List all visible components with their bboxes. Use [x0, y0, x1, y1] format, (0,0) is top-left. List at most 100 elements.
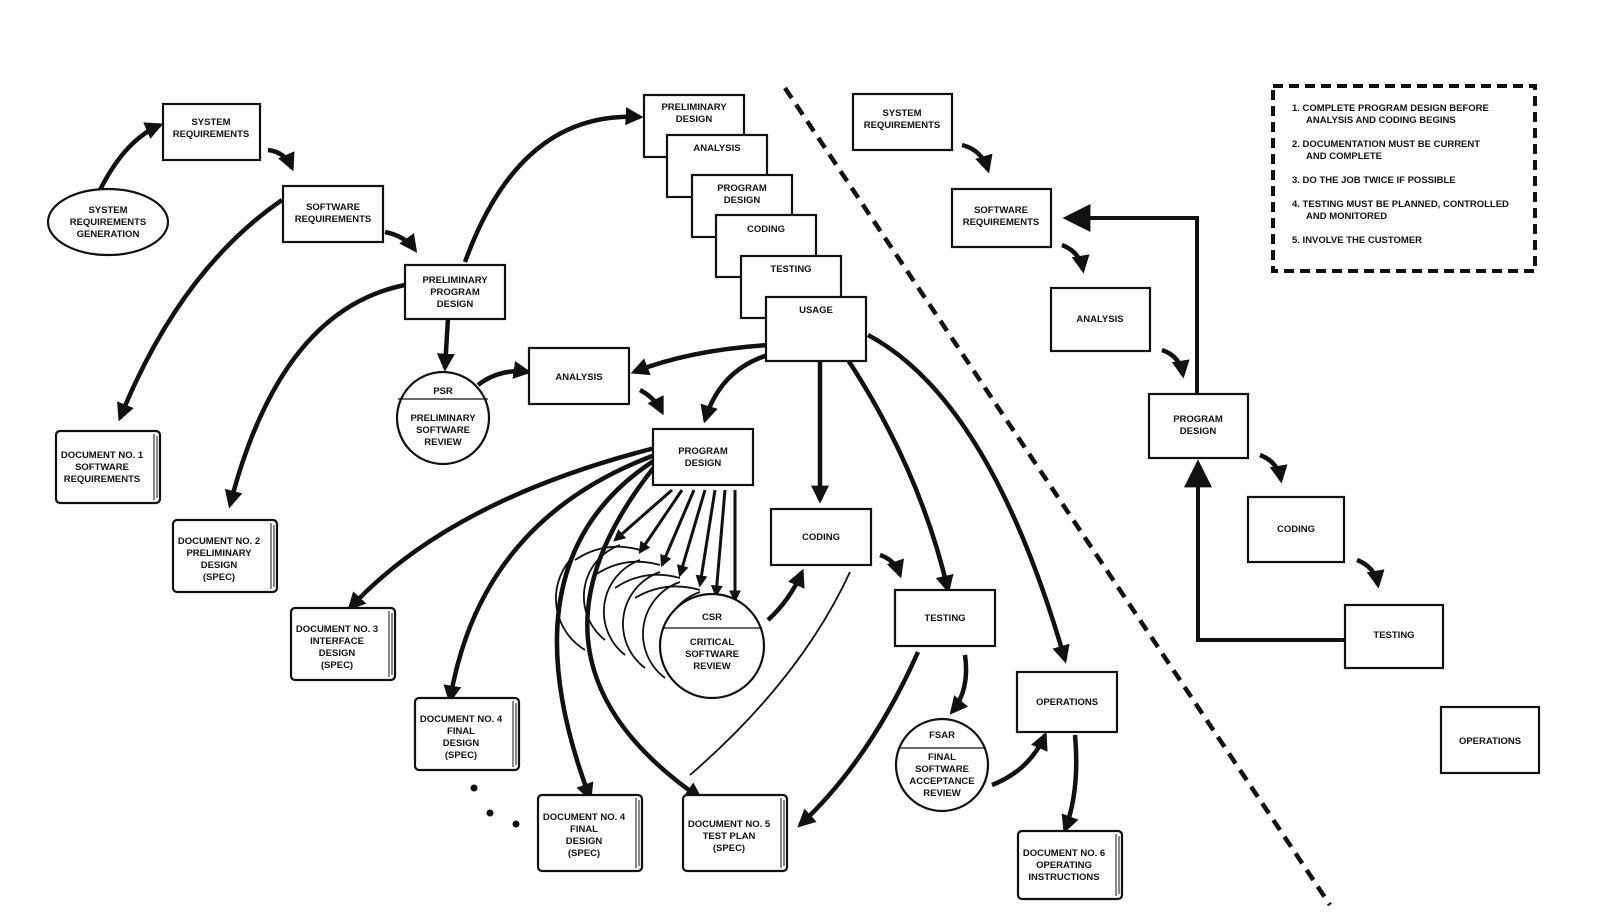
label: INSTRUCTIONS	[1028, 872, 1099, 883]
label: (SPEC)	[203, 572, 235, 583]
box-preliminary-program-design: PRELIMINARY PROGRAM DESIGN	[403, 263, 507, 321]
arrow-coding-to-testing	[879, 552, 904, 579]
label: PROGRAM	[717, 183, 767, 194]
document-2: DOCUMENT NO. 2 PRELIMINARY DESIGN (SPEC)	[171, 518, 279, 594]
note-1-line-1: 1. COMPLETE PROGRAM DESIGN BEFORE	[1292, 103, 1489, 114]
arrow-ppd-to-prelim-design	[462, 107, 644, 263]
label: PRELIMINARY	[186, 548, 252, 559]
arrow-fsar-to-operations	[991, 731, 1048, 788]
arrow-r-4	[1259, 452, 1288, 484]
label: CODING	[802, 532, 840, 543]
csr-arc-top	[614, 573, 681, 589]
label: FINAL	[928, 752, 956, 763]
arrow-usage-to-testing	[846, 358, 954, 594]
box-program-design: PROGRAM DESIGN	[651, 427, 755, 487]
label: REQUIREMENTS	[173, 129, 250, 140]
stack-usage: USAGE	[764, 295, 868, 363]
connectors-left	[97, 107, 1079, 834]
label: SYSTEM	[191, 117, 230, 128]
r-box-analysis: ANALYSIS	[1049, 286, 1152, 353]
srg-line-2: REQUIREMENTS	[70, 217, 147, 228]
label: ANALYSIS	[555, 372, 602, 383]
arrow-ppd-to-psr	[436, 317, 455, 372]
label: SYSTEM	[882, 108, 921, 119]
label: REVIEW	[693, 661, 731, 672]
label: SOFTWARE	[974, 205, 1028, 216]
arrow-testing-to-fsar	[949, 654, 969, 715]
label: ANALYSIS	[693, 143, 740, 154]
csr-arc	[582, 544, 621, 641]
label: DESIGN	[1180, 426, 1217, 437]
label: SOFTWARE	[416, 425, 470, 436]
arrow-fan-3	[660, 489, 696, 568]
arrow-r-3	[1161, 347, 1190, 379]
label: DOCUMENT NO. 6	[1023, 848, 1105, 859]
line-coding-to-doc4	[689, 571, 851, 776]
arrow-analysis-to-progdesign	[638, 388, 665, 416]
arrow-progdesign-to-doc4b	[554, 458, 657, 802]
label: DESIGN	[566, 836, 603, 847]
arrow-swreq-to-ppd	[384, 229, 418, 253]
label: TESTING	[1373, 630, 1414, 641]
srg-line-1: SYSTEM	[88, 205, 127, 216]
document-5: DOCUMENT NO. 5 TEST PLAN (SPEC)	[681, 793, 789, 873]
label: PROGRAM	[430, 287, 480, 298]
label: SOFTWARE	[75, 462, 129, 473]
label: USAGE	[799, 305, 833, 316]
note-4-line-1: 4. TESTING MUST BE PLANNED, CONTROLLED	[1292, 199, 1509, 210]
arrow-fan-5	[695, 489, 717, 588]
r-box-software-requirements: SOFTWARE REQUIREMENTS	[950, 187, 1053, 249]
label: PRELIMINARY	[661, 102, 727, 113]
arrow-r-1	[961, 142, 993, 174]
arrow-testing-to-doc5	[797, 651, 921, 828]
review-psr: PSR PRELIMINARY SOFTWARE REVIEW	[395, 370, 491, 466]
r-box-operations: OPERATIONS	[1439, 705, 1541, 775]
csr-stack: CSR CRITICAL SOFTWARE REVIEW	[555, 544, 766, 700]
arrow-usage-to-progdesign	[700, 352, 769, 424]
arrow-progdesign-to-doc5	[585, 464, 703, 801]
document-3: DOCUMENT NO. 3 INTERFACE DESIGN (SPEC)	[289, 606, 397, 682]
label: DOCUMENT NO. 4	[420, 714, 503, 725]
document-6: DOCUMENT NO. 6 OPERATING INSTRUCTIONS	[1016, 829, 1124, 901]
arrow-usage-to-analysis	[630, 342, 769, 376]
csr-arc-top	[594, 560, 661, 576]
label: REVIEW	[424, 437, 462, 448]
label: (SPEC)	[321, 660, 353, 671]
label: PRELIMINARY	[410, 413, 476, 424]
arrow-psr-to-analysis	[476, 361, 532, 387]
label: REQUIREMENTS	[864, 120, 941, 131]
label: PROGRAM	[1173, 414, 1223, 425]
phase-stack: PRELIMINARY DESIGN ANALYSIS PROGRAM DESI…	[642, 93, 868, 363]
box-operations: OPERATIONS	[1015, 670, 1119, 734]
label: OPERATIONS	[1036, 697, 1098, 708]
label: DESIGN	[437, 299, 474, 310]
label: TESTING	[770, 264, 811, 275]
label: CRITICAL	[690, 637, 735, 648]
label: INTERFACE	[310, 636, 364, 647]
note-3-line-1: 3. DO THE JOB TWICE IF POSSIBLE	[1292, 175, 1456, 186]
csr-arc-top	[574, 545, 641, 561]
notes-box: 1. COMPLETE PROGRAM DESIGN BEFORE ANALYS…	[1271, 84, 1537, 273]
label: (SPEC)	[713, 843, 745, 854]
arrow-fan-6	[710, 489, 727, 598]
r-box-coding: CODING	[1246, 495, 1346, 564]
label: DESIGN	[685, 458, 722, 469]
csr-arc	[642, 581, 681, 679]
srg-line-3: GENERATION	[77, 229, 140, 240]
label: DOCUMENT NO. 1	[61, 450, 144, 461]
arrow-r-2	[1061, 242, 1090, 274]
csr-arc-left	[555, 559, 586, 651]
note-5-line-1: 5. INVOLVE THE CUSTOMER	[1292, 235, 1422, 246]
label: DESIGN	[676, 114, 713, 125]
box-software-requirements: SOFTWARE REQUIREMENTS	[281, 184, 385, 244]
box-testing: TESTING	[893, 588, 997, 648]
label: CODING	[1277, 524, 1315, 535]
label: ANALYSIS	[1076, 314, 1123, 325]
label: DOCUMENT NO. 2	[178, 536, 260, 547]
arrow-progdesign-to-doc4a	[443, 452, 656, 704]
box-coding: CODING	[769, 507, 873, 567]
note-2-line-2: AND COMPLETE	[1306, 151, 1382, 162]
label: (SPEC)	[568, 848, 600, 859]
label: DESIGN	[319, 648, 356, 659]
